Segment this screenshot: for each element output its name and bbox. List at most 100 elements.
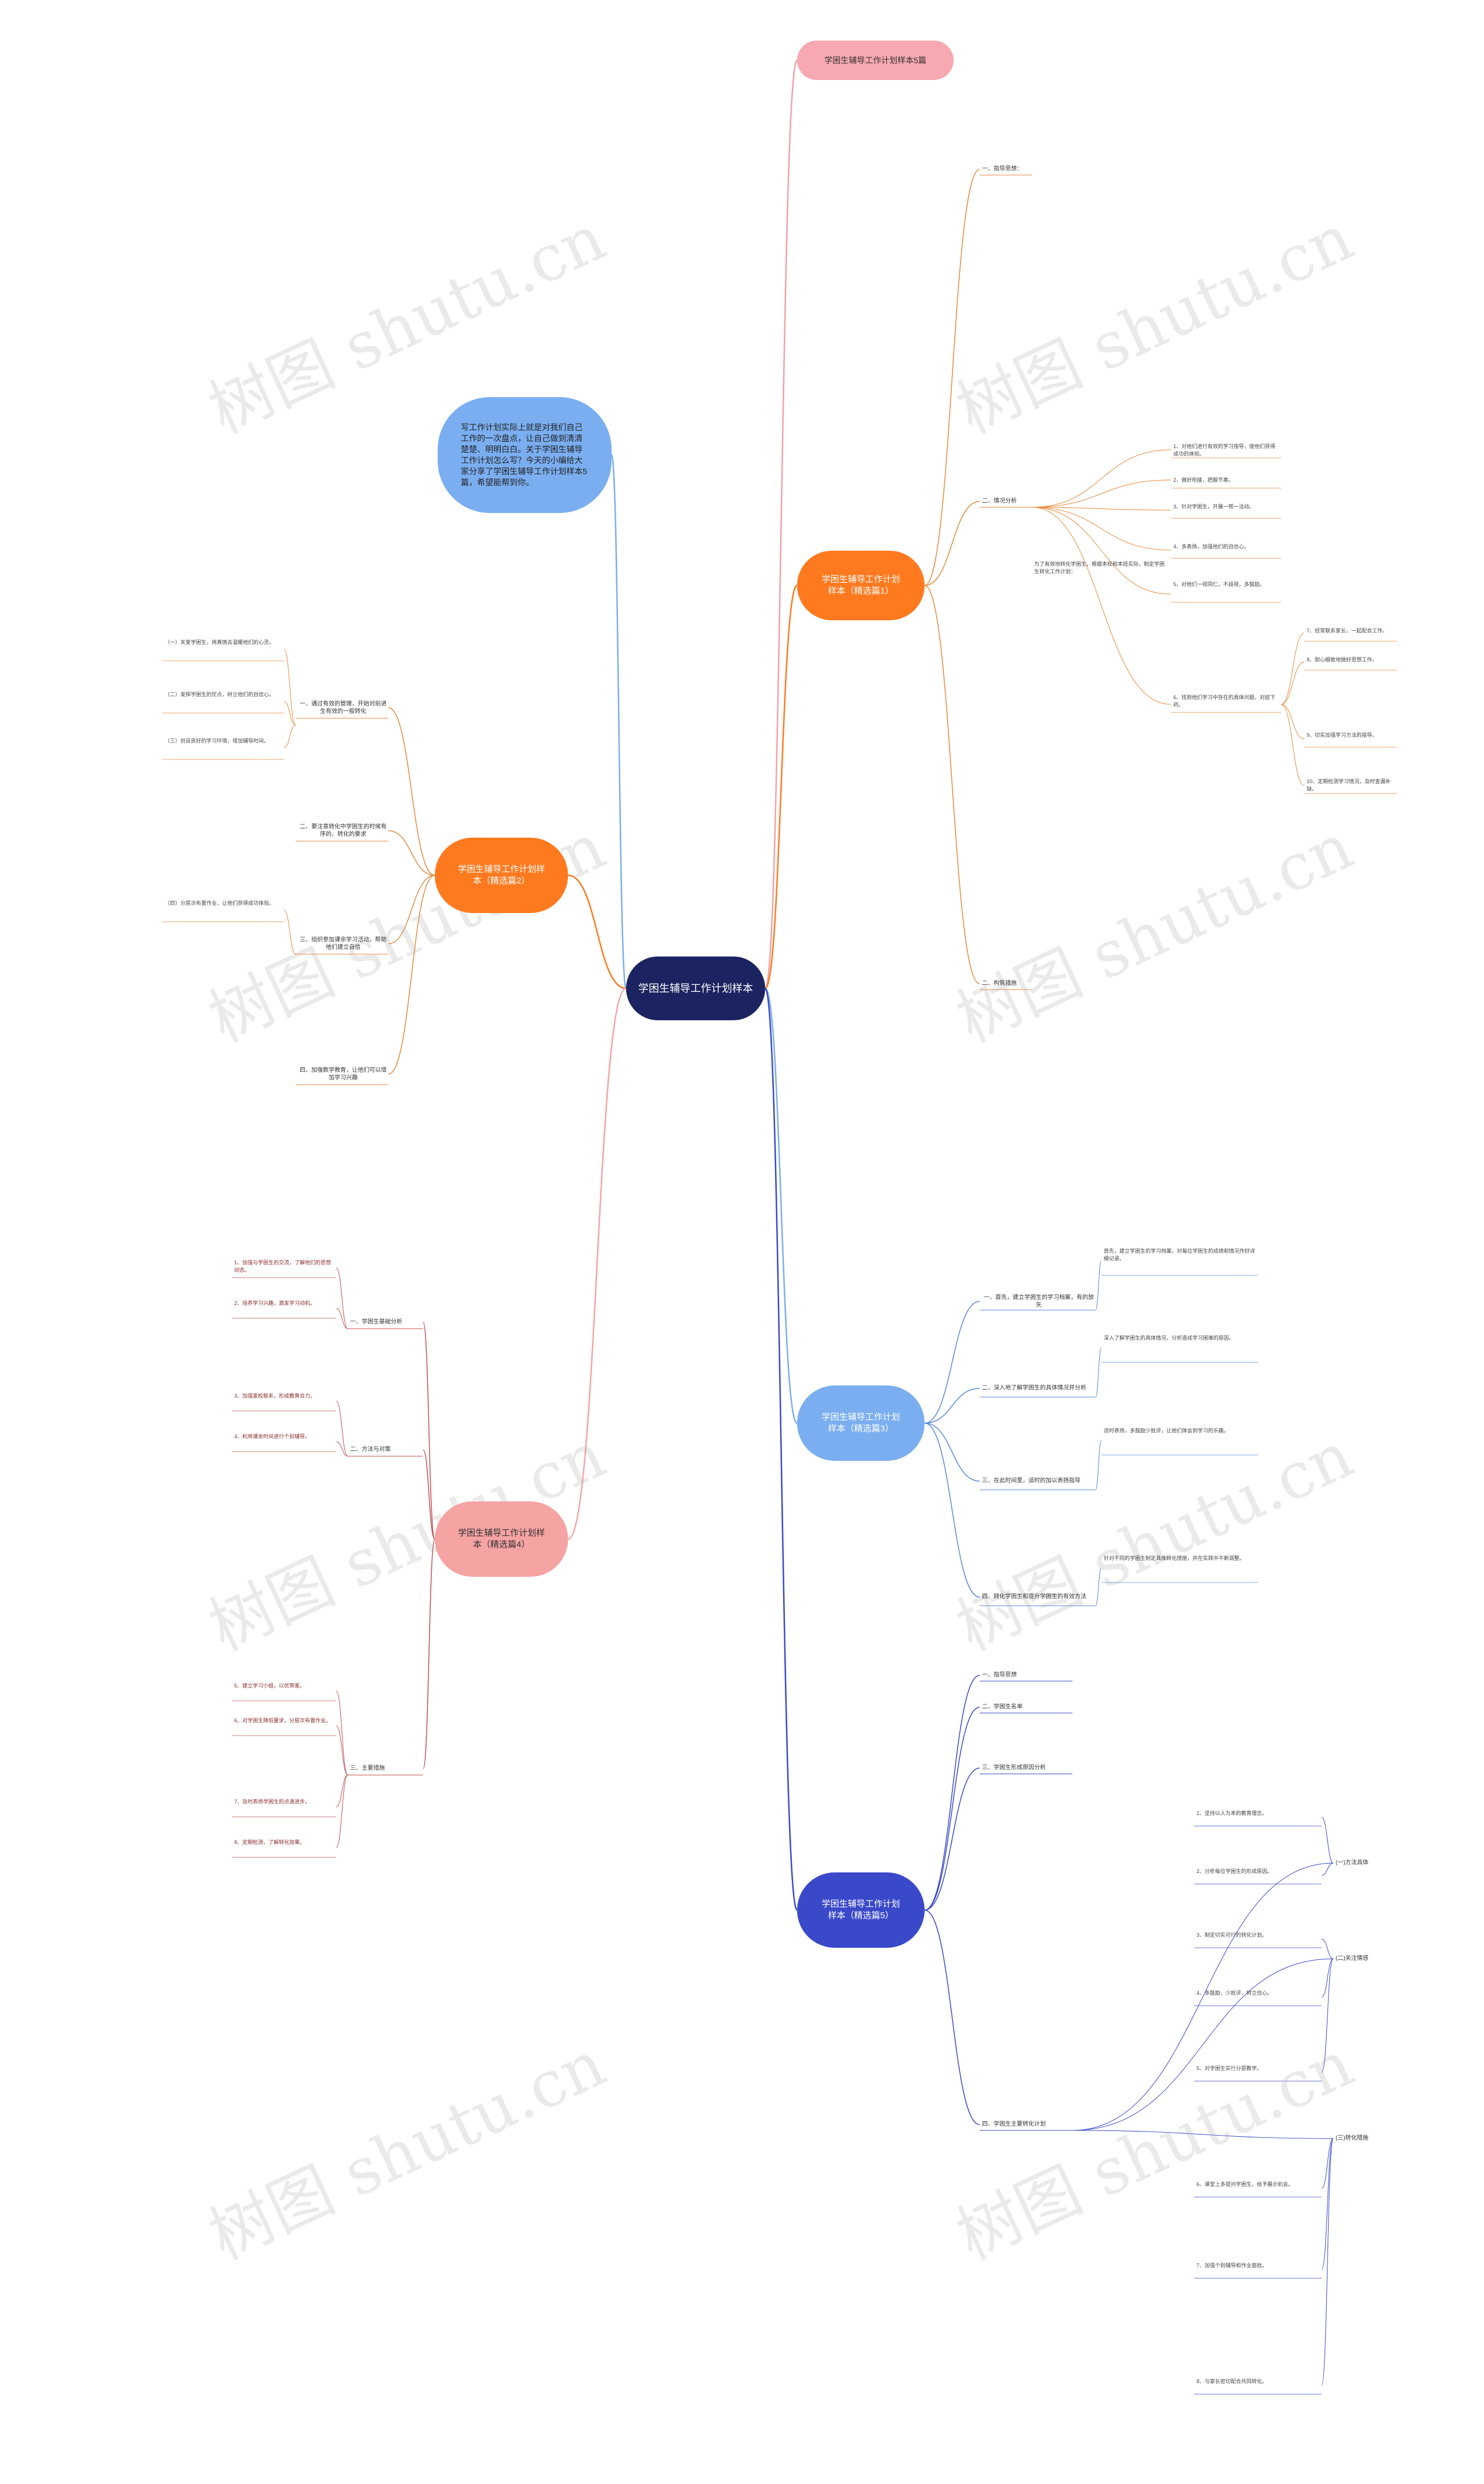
b2-item: （二）发挥学困生的优点，树立他们的自信心。 [165,692,275,697]
b4-sub-1[interactable]: 一、学困生基础分析 [350,1319,402,1326]
b1-item: 7、经常联系家长，一起配合工作。 [1307,628,1388,634]
connector-line [1095,1567,1102,1606]
b1-item: 1、对他们进行有效的学习指导，使他们获得成功的体验。 [1173,443,1276,457]
connector-line [336,1774,348,1848]
b5-group-label[interactable]: (一)方法具体 [1336,1860,1369,1867]
b1-item: 2、做好衔接，把握节奏。 [1173,477,1234,483]
b1-item: 5、对他们一视同仁，不歧视，多鼓励。 [1173,581,1265,587]
b5-item: 6、课堂上多提问学困生，给予展示机会。 [1196,2181,1294,2187]
connector-line [336,1401,348,1457]
b3-item: 针对不同的学困生制定具体转化措施，并在实践中不断调整。 [1104,1555,1245,1561]
b4-item: 1、加强与学困生的交流，了解他们的思想动态。 [234,1260,332,1274]
connector-line [1072,1863,1334,2131]
b5-item: 5、对学困生实行分层教学。 [1196,2065,1263,2071]
connector-line [1031,479,1172,508]
connector-line [1321,2138,1334,2270]
connector-line [610,454,627,990]
connector-line [1281,704,1305,740]
intro-node[interactable]: 写工作计划实际上就是对我们自己工作的一次盘点，让自己做到清清楚楚、明明白白。关于… [438,397,612,513]
connector-line [568,987,627,1540]
connector-line [1321,1958,1334,1998]
connector-line [283,910,296,955]
connector-line [423,1539,435,1769]
branch-1[interactable]: 学困生辅导工作计划样本（精选篇1） [797,551,925,620]
b1-sub-measures[interactable]: 二、构筑措施 [982,980,1017,987]
b4-item: 8、定期检测，了解转化效果。 [234,1839,305,1845]
b5-sub-4[interactable]: 四、学困生主要转化计划 [982,2121,1046,2128]
b5-sub-2[interactable]: 二、学困生名单 [982,1704,1023,1711]
b3-sub-2[interactable]: 二、深入地了解学困生的具体情况并分析 [982,1385,1086,1392]
connector-line [336,1308,348,1329]
connector-line [1321,2138,1334,2189]
connector-line [283,701,296,726]
connector-line [388,875,435,944]
connector-line [423,1449,435,1540]
b3-item: 首先，建立学困生的学习档案，对每位学困生的成绩和情况作好详细记录。 [1104,1248,1256,1262]
connector-line [924,501,980,586]
b5-item: 3、制定切实可行的转化计划。 [1196,1932,1268,1938]
connector-line [1031,507,1172,705]
branch-4[interactable]: 学困生辅导工作计划样本（精选篇4） [435,1501,568,1577]
connector-line [1072,1958,1334,2131]
connector-line [1095,1440,1102,1490]
connector-line [924,1423,980,1598]
b4-item: 4、利用课余时间进行个别辅导。 [234,1434,311,1439]
title-node[interactable]: 学困生辅导工作计划样本5篇 [797,41,954,80]
connector-line [924,1675,980,1911]
connector-line [336,1690,348,1776]
b4-sub-2[interactable]: 二、方法与对策 [350,1446,391,1453]
connector-line [924,1301,980,1424]
connector-line [336,1441,348,1457]
branch-2[interactable]: 学困生辅导工作计划样本（精选篇2） [435,838,568,913]
connector-line [924,1767,980,1911]
b5-sub-1[interactable]: 一、指导思想 [982,1672,1017,1679]
b2-sub-3[interactable]: 三、组织参加课余学习活动，帮助他们建立自信 [300,936,387,951]
branch-3[interactable]: 学困生辅导工作计划样本（精选篇3） [797,1385,925,1461]
connector-line [924,585,980,984]
b2-item: （四）分层次布置作业，让他们获得成功体验。 [165,900,275,906]
connector-line [1095,1260,1102,1311]
connector-line [336,1267,348,1329]
connector-line [1321,1863,1334,1876]
b4-sub-3[interactable]: 三、主要措施 [350,1765,385,1772]
connector-line [924,1707,980,1911]
connector-line [924,1388,980,1424]
b5-sub-3[interactable]: 三、学困生形成原因分析 [982,1765,1046,1772]
connector-line [283,649,296,726]
connector-line [764,987,798,1424]
connector-line [336,1774,348,1807]
connector-line [568,874,627,990]
b2-sub-2[interactable]: 二、要注意转化中学困生的时候有序的、转化的要求 [300,823,387,838]
b2-sub-1[interactable]: 一、通过有效的管理，开始对前进生有效的一般转化 [300,700,387,715]
connector-line [764,987,798,1911]
b2-sub-4[interactable]: 四、加强数学教育，让他们可以增加学习兴趣 [300,1067,387,1082]
connector-line [1072,2130,1334,2139]
b1-intro-text: 为了有效地转化学困生，根据本校和本班实际，制定学困生转化工作计划： [1034,561,1165,575]
connector-line [1031,507,1172,595]
connector-line [1281,661,1305,705]
connector-line [1095,1347,1102,1398]
branch-5[interactable]: 学困生辅导工作计划样本（精选篇5） [797,1872,925,1948]
b4-item: 3、加强家校联系，形成教育合力。 [234,1393,316,1399]
b3-sub-3[interactable]: 三、在此时间里，适时的加以表扬指导 [982,1478,1081,1485]
b1-item: 6、找到他们学习中存在的具体问题，对症下药。 [1173,694,1276,708]
b3-sub-1[interactable]: 一、首先，建立学困生的学习档案，有的放矢 [984,1294,1094,1309]
b5-group-label[interactable]: (三)转化措施 [1336,2135,1369,2142]
b5-item: 7、加强个别辅导和作业面批。 [1196,2263,1268,2268]
connector-line [1321,1939,1334,1959]
b4-item: 5、建立学习小组，以优带差。 [234,1683,305,1689]
b3-sub-4[interactable]: 四、转化学困生和提升学困生的有效方法 [982,1594,1086,1601]
connector-line [388,875,435,1075]
b5-group-label[interactable]: (二)关注情感 [1336,1955,1369,1962]
connector-line [1321,2138,1334,2386]
b5-item: 8、与家长密切配合共同转化。 [1196,2378,1268,2384]
connector-line [1031,449,1172,508]
b4-item: 2、培养学习兴趣，激发学习动机。 [234,1300,316,1306]
b1-sub-guiding[interactable]: 一、指导思想： [982,166,1023,173]
b3-item: 适时表扬，多鼓励少批评，让他们体会到学习的乐趣。 [1104,1428,1230,1434]
center-topic[interactable]: 学困生辅导工作计划样本 [626,956,765,1020]
connector-line [924,169,980,586]
b1-sub-analysis[interactable]: 二、情况分析 [982,498,1017,505]
